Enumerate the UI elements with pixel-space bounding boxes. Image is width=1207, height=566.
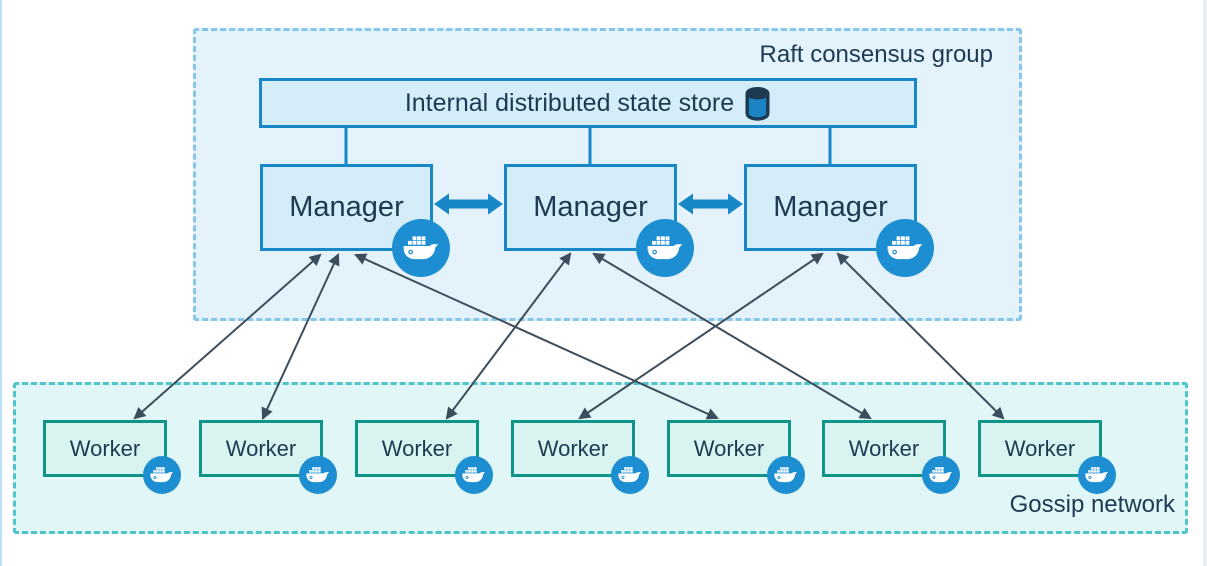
gossip-network-label: Gossip network xyxy=(1009,491,1175,518)
worker-1-label: Worker xyxy=(69,435,141,461)
worker-node-6: Worker xyxy=(822,420,960,494)
docker-whale-icon xyxy=(455,456,493,494)
manager-node-3: Manager xyxy=(744,164,934,277)
worker-4-label: Worker xyxy=(537,435,609,461)
worker-node-5: Worker xyxy=(667,420,805,494)
manager-1-label: Manager xyxy=(289,191,404,223)
window-right-edge xyxy=(1203,0,1207,566)
worker-node-2: Worker xyxy=(199,420,337,494)
docker-whale-icon xyxy=(611,456,649,494)
manager-3-label: Manager xyxy=(773,191,888,223)
worker-3-label: Worker xyxy=(381,435,453,461)
docker-whale-icon xyxy=(767,456,805,494)
worker-6-label: Worker xyxy=(848,435,920,461)
worker-node-3: Worker xyxy=(355,420,493,494)
manager-node-2: Manager xyxy=(504,164,694,277)
docker-whale-icon xyxy=(392,219,450,277)
state-store-label: Internal distributed state store xyxy=(404,88,735,117)
database-cylinder-icon xyxy=(745,86,770,121)
docker-whale-icon xyxy=(143,456,181,494)
docker-whale-icon xyxy=(876,219,934,277)
manager-node-1: Manager xyxy=(260,164,450,277)
docker-whale-icon xyxy=(299,456,337,494)
worker-node-1: Worker xyxy=(43,420,181,494)
docker-whale-icon xyxy=(636,219,694,277)
raft-group-label: Raft consensus group xyxy=(759,41,993,68)
worker-node-4: Worker xyxy=(511,420,649,494)
docker-whale-icon xyxy=(1078,456,1116,494)
worker-5-label: Worker xyxy=(693,435,765,461)
worker-2-label: Worker xyxy=(225,435,297,461)
window-left-edge xyxy=(0,0,2,566)
worker-node-7: Worker xyxy=(978,420,1116,494)
state-store-node: Internal distributed state store xyxy=(259,78,917,128)
docker-whale-icon xyxy=(922,456,960,494)
worker-7-label: Worker xyxy=(1004,435,1076,461)
manager-2-label: Manager xyxy=(533,191,648,223)
